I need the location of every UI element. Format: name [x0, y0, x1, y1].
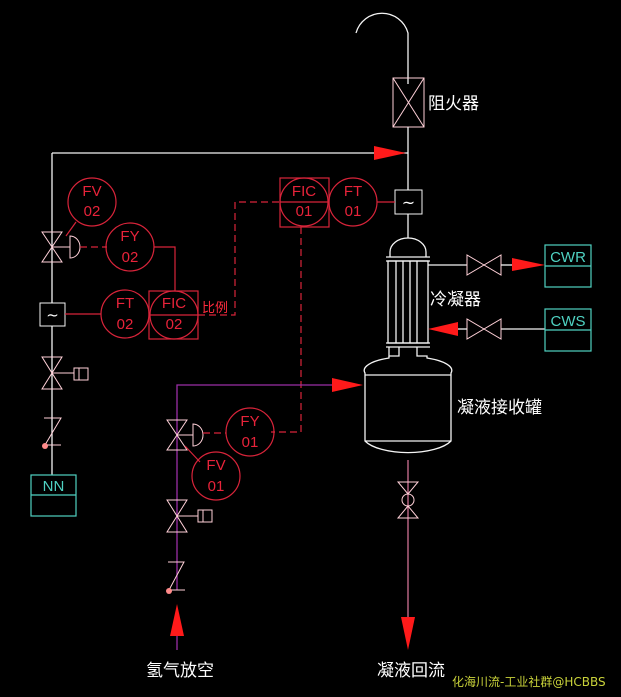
- ft02-instrument[interactable]: FT 02: [100, 289, 150, 339]
- cwr-valve[interactable]: [466, 254, 502, 276]
- fy02-instrument[interactable]: FY 02: [105, 222, 155, 272]
- fv02-link: [65, 221, 77, 237]
- flow-arrow-return: [401, 617, 415, 650]
- fv01-num: 01: [208, 478, 225, 495]
- gooseneck-vent: [355, 12, 409, 84]
- fy02-tag: FY: [120, 228, 139, 245]
- watermark: 化海川流-工业社群@HCBBS: [452, 674, 606, 689]
- condensate-return-label: 凝液回流: [377, 661, 445, 681]
- nn-label: NN: [43, 478, 65, 495]
- flame-arrester-label: 阻火器: [428, 94, 479, 114]
- flame-arrester[interactable]: [392, 77, 425, 128]
- fic01-output-line: [271, 227, 302, 433]
- cwr-label: CWR: [550, 249, 586, 266]
- fv01-link: [184, 445, 201, 463]
- bottom-valve[interactable]: [396, 481, 420, 519]
- fy01-instrument[interactable]: FY 01: [225, 407, 275, 457]
- flowmeter-02-symbol: ~: [46, 306, 59, 324]
- hydrogen-vent-label: 氢气放空: [146, 661, 214, 681]
- fv02-num: 02: [84, 203, 101, 220]
- fic01-num: 01: [296, 203, 313, 220]
- flow-arrow-cwr: [512, 258, 545, 271]
- fv01-instrument[interactable]: FV 01: [191, 451, 241, 501]
- check-valve-hydrogen[interactable]: [166, 561, 185, 594]
- receiver-tank[interactable]: [363, 347, 453, 454]
- flow-arrow-hydrogen-up: [170, 604, 184, 636]
- flowmeter-01-symbol: ~: [402, 193, 415, 212]
- ratio-signal-line: [198, 201, 282, 316]
- manual-valve-hydrogen[interactable]: [166, 499, 213, 533]
- flow-arrow-cws: [428, 322, 458, 336]
- fv01-tag: FV: [206, 457, 225, 474]
- fv01-valve[interactable]: [166, 419, 204, 451]
- nn-box[interactable]: NN: [30, 474, 77, 517]
- ft01-tag: FT: [344, 183, 362, 200]
- ft02-tag: FT: [116, 295, 134, 312]
- ratio-label: 比例: [202, 301, 228, 316]
- cws-label: CWS: [551, 313, 586, 330]
- ft02-num: 02: [117, 316, 134, 333]
- receiver-tank-label: 凝液接收罐: [457, 398, 542, 418]
- cwr-box[interactable]: CWR: [544, 244, 592, 288]
- ft01-num: 01: [345, 203, 362, 220]
- fic02-tag: FIC: [162, 295, 186, 312]
- fic02-num: 02: [166, 316, 183, 333]
- fy01-num: 01: [242, 434, 259, 451]
- condenser-label: 冷凝器: [430, 290, 481, 310]
- fy02-num: 02: [122, 249, 139, 266]
- flowmeter-02[interactable]: ~: [39, 302, 66, 327]
- fic01-instrument[interactable]: FIC 01: [279, 177, 330, 228]
- flowmeter-01[interactable]: ~: [394, 189, 423, 215]
- manual-valve-left[interactable]: [41, 356, 89, 390]
- fv02-instrument[interactable]: FV 02: [67, 177, 117, 227]
- hydrogen-line: [176, 384, 360, 590]
- fy02-to-fic02: [154, 246, 176, 291]
- fic02-instrument[interactable]: FIC 02: [148, 290, 199, 340]
- fv02-valve[interactable]: [41, 231, 81, 263]
- fy01-tag: FY: [240, 413, 259, 430]
- check-valve-left[interactable]: [42, 417, 62, 449]
- cws-valve[interactable]: [466, 318, 502, 340]
- flow-arrow-top: [374, 146, 406, 160]
- cws-box[interactable]: CWS: [544, 308, 592, 352]
- fv02-tag: FV: [82, 183, 101, 200]
- condenser[interactable]: [386, 237, 430, 348]
- fic01-tag: FIC: [292, 183, 316, 200]
- flow-arrow-hydrogen-in: [332, 378, 363, 392]
- ft01-instrument[interactable]: FT 01: [328, 177, 378, 227]
